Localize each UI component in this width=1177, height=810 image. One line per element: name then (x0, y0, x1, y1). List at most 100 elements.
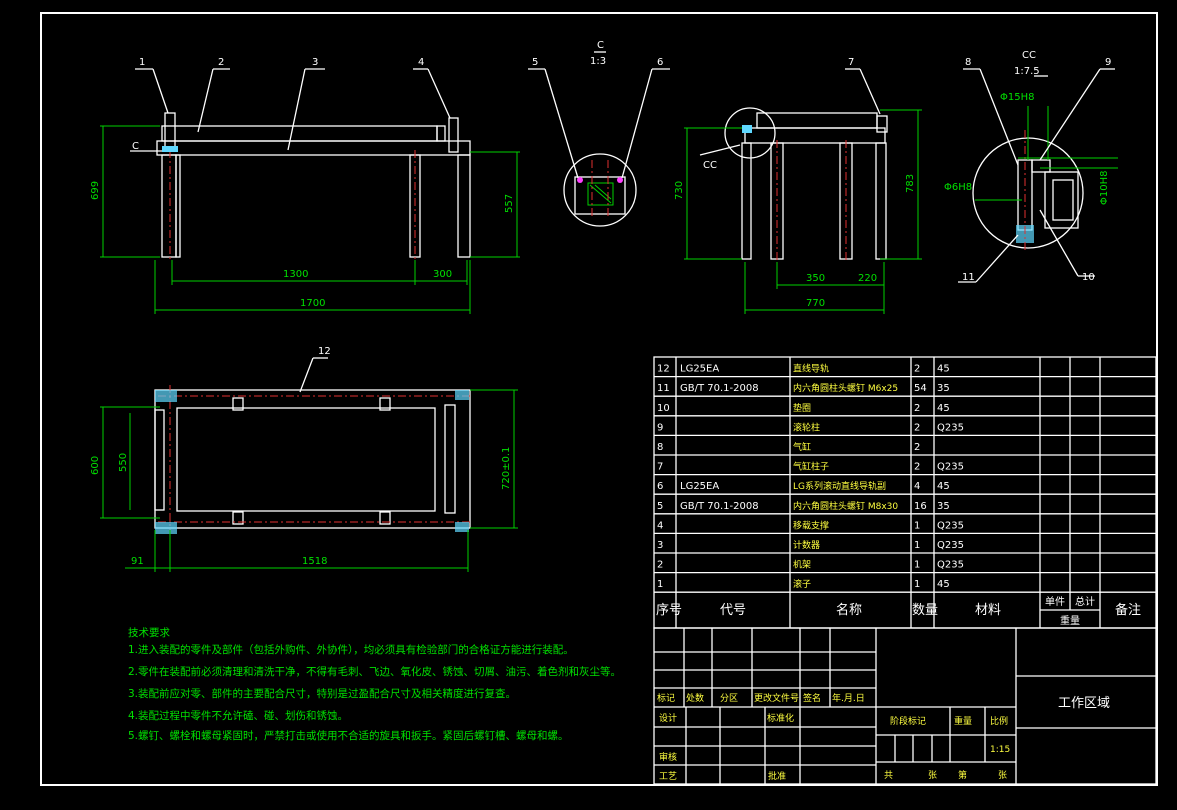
bom-cell-qty: 54 (914, 383, 927, 394)
bom-cell-material: 45 (937, 403, 950, 414)
bom-cell-name: LG系列滚动直线导轨副 (793, 480, 886, 492)
bom-cell-no: 9 (657, 422, 663, 433)
bom-cell-material: Q235 (937, 520, 964, 531)
bom-cell-no: 6 (657, 481, 663, 492)
bom-cell-qty: 2 (914, 462, 920, 473)
bom-cell-material: Q235 (937, 462, 964, 473)
bom-cell-name: 机架 (793, 559, 811, 571)
balloon-4: 4 (418, 57, 424, 68)
bom-cell-name: 滚子 (793, 578, 811, 590)
tb-sheets-total: 共 (884, 770, 893, 781)
bom-cell-name: 滚轮柱 (793, 421, 820, 433)
bom-cell-material: Q235 (937, 560, 964, 571)
tb-work-area: 工作区域 (1058, 696, 1110, 711)
tb-change-doc: 更改文件号 (754, 692, 799, 704)
bom-cell-no: 12 (657, 364, 670, 375)
bom-cell-code: GB/T 70.1-2008 (680, 383, 759, 394)
note-1: 1.进入装配的零件及部件（包括外购件、外协件），均必须具有检验部门的合格证方能进… (128, 643, 574, 656)
dim-d10: Φ10H8 (1099, 171, 1110, 205)
detail-c-letter: C (597, 40, 604, 51)
detail-cc-view (958, 68, 1118, 283)
balloon-10: 10 (1082, 272, 1095, 283)
tb-stage: 阶段标记 (890, 715, 926, 727)
bom-cell-qty: 2 (914, 422, 920, 433)
top-view (100, 357, 518, 572)
dim-d15: Φ15H8 (1000, 92, 1034, 103)
bom-header-single: 单件 (1045, 596, 1065, 608)
bom-cell-qty: 2 (914, 442, 920, 453)
note-2: 2.零件在装配前必须清理和清洗干净，不得有毛刺、飞边、氧化皮、锈蚀、切屑、油污、… (128, 665, 621, 678)
tb-standard: 标准化 (767, 712, 794, 724)
detail-cc-letters: CC (1022, 50, 1036, 61)
balloon-9: 9 (1105, 57, 1111, 68)
bom-cell-code: LG25EA (680, 481, 719, 492)
front-view (100, 68, 520, 314)
balloon-6: 6 (657, 57, 663, 68)
balloon-3: 3 (312, 57, 318, 68)
tb-design: 设计 (659, 712, 677, 724)
note-4: 4.装配过程中零件不允许磕、碰、划伤和锈蚀。 (128, 709, 348, 722)
tb-sheet-word: 张 (998, 770, 1007, 781)
bom-cell-qty: 1 (914, 579, 920, 590)
bom-cell-name: 垫圈 (793, 402, 811, 414)
dim-350: 350 (806, 273, 825, 284)
bom-cell-name: 直线导轨 (793, 363, 829, 375)
dim-770: 770 (806, 298, 825, 309)
balloon-2: 2 (218, 57, 224, 68)
dim-730: 730 (674, 181, 685, 200)
tb-scale-value: 1:15 (990, 745, 1010, 755)
bom-header-total: 总计 (1075, 595, 1095, 608)
bom-cell-no: 4 (657, 520, 663, 531)
balloon-7: 7 (848, 57, 854, 68)
balloon-11: 11 (962, 272, 975, 283)
bom-cell-material: Q235 (937, 540, 964, 551)
bom-cell-code: GB/T 70.1-2008 (680, 501, 759, 512)
tb-process: 工艺 (659, 771, 677, 782)
note-5: 5.螺钉、螺栓和螺母紧固时，严禁打击或使用不合适的旋具和扳手。紧固后螺钉槽、螺母… (128, 729, 569, 742)
bom-cell-material: 45 (937, 579, 950, 590)
detail-c-view (528, 51, 670, 227)
balloon-5: 5 (532, 57, 538, 68)
dim-d6: Φ6H8 (944, 182, 972, 193)
notes-title: 技术要求 (128, 626, 170, 639)
detail-c-scale: 1:3 (590, 56, 606, 67)
dim-557: 557 (504, 194, 515, 213)
bom-header-code: 代号 (720, 603, 746, 618)
tb-sheet-no: 第 (958, 769, 967, 781)
bom-cell-qty: 4 (914, 481, 920, 492)
bom-cell-name: 气缸柱子 (793, 461, 829, 473)
side-section-marker: CC (703, 160, 717, 171)
dim-720: 720±0.1 (501, 447, 512, 490)
bom-cell-material: 35 (937, 501, 950, 512)
bom-cell-qty: 1 (914, 540, 920, 551)
bom-cell-no: 5 (657, 501, 663, 512)
dim-699: 699 (90, 181, 101, 200)
bom-cell-qty: 1 (914, 560, 920, 571)
bom-cell-name: 计数器 (793, 539, 820, 551)
bom-header-remark: 备注 (1115, 602, 1141, 618)
dim-1700: 1700 (300, 298, 325, 309)
title-block-grid (653, 627, 1157, 785)
bom-cell-name: 移载支撑 (793, 519, 829, 531)
bom-table-grid (653, 356, 1157, 629)
tb-date: 年.月.日 (832, 692, 865, 704)
tb-scale: 比例 (990, 715, 1008, 727)
bom-cell-qty: 2 (914, 403, 920, 414)
bom-cell-code: LG25EA (680, 364, 719, 375)
bom-cell-qty: 1 (914, 520, 920, 531)
dim-1518: 1518 (302, 556, 327, 567)
bom-cell-no: 10 (657, 403, 670, 414)
dim-300: 300 (433, 269, 452, 280)
tb-weight: 重量 (954, 715, 972, 727)
tb-zone: 分区 (720, 693, 738, 704)
side-view (684, 68, 922, 314)
dim-220: 220 (858, 273, 877, 284)
bom-cell-name: 内六角圆柱头螺钉 M8x30 (793, 500, 898, 512)
bom-cell-qty: 16 (914, 501, 927, 512)
bom-header-qty: 数量 (912, 603, 938, 618)
tb-review: 审核 (659, 751, 677, 763)
bom-cell-no: 2 (657, 560, 663, 571)
bom-cell-no: 7 (657, 462, 663, 473)
front-section-marker: C (132, 141, 139, 152)
detail-cc-scale: 1:7.5 (1014, 66, 1040, 77)
